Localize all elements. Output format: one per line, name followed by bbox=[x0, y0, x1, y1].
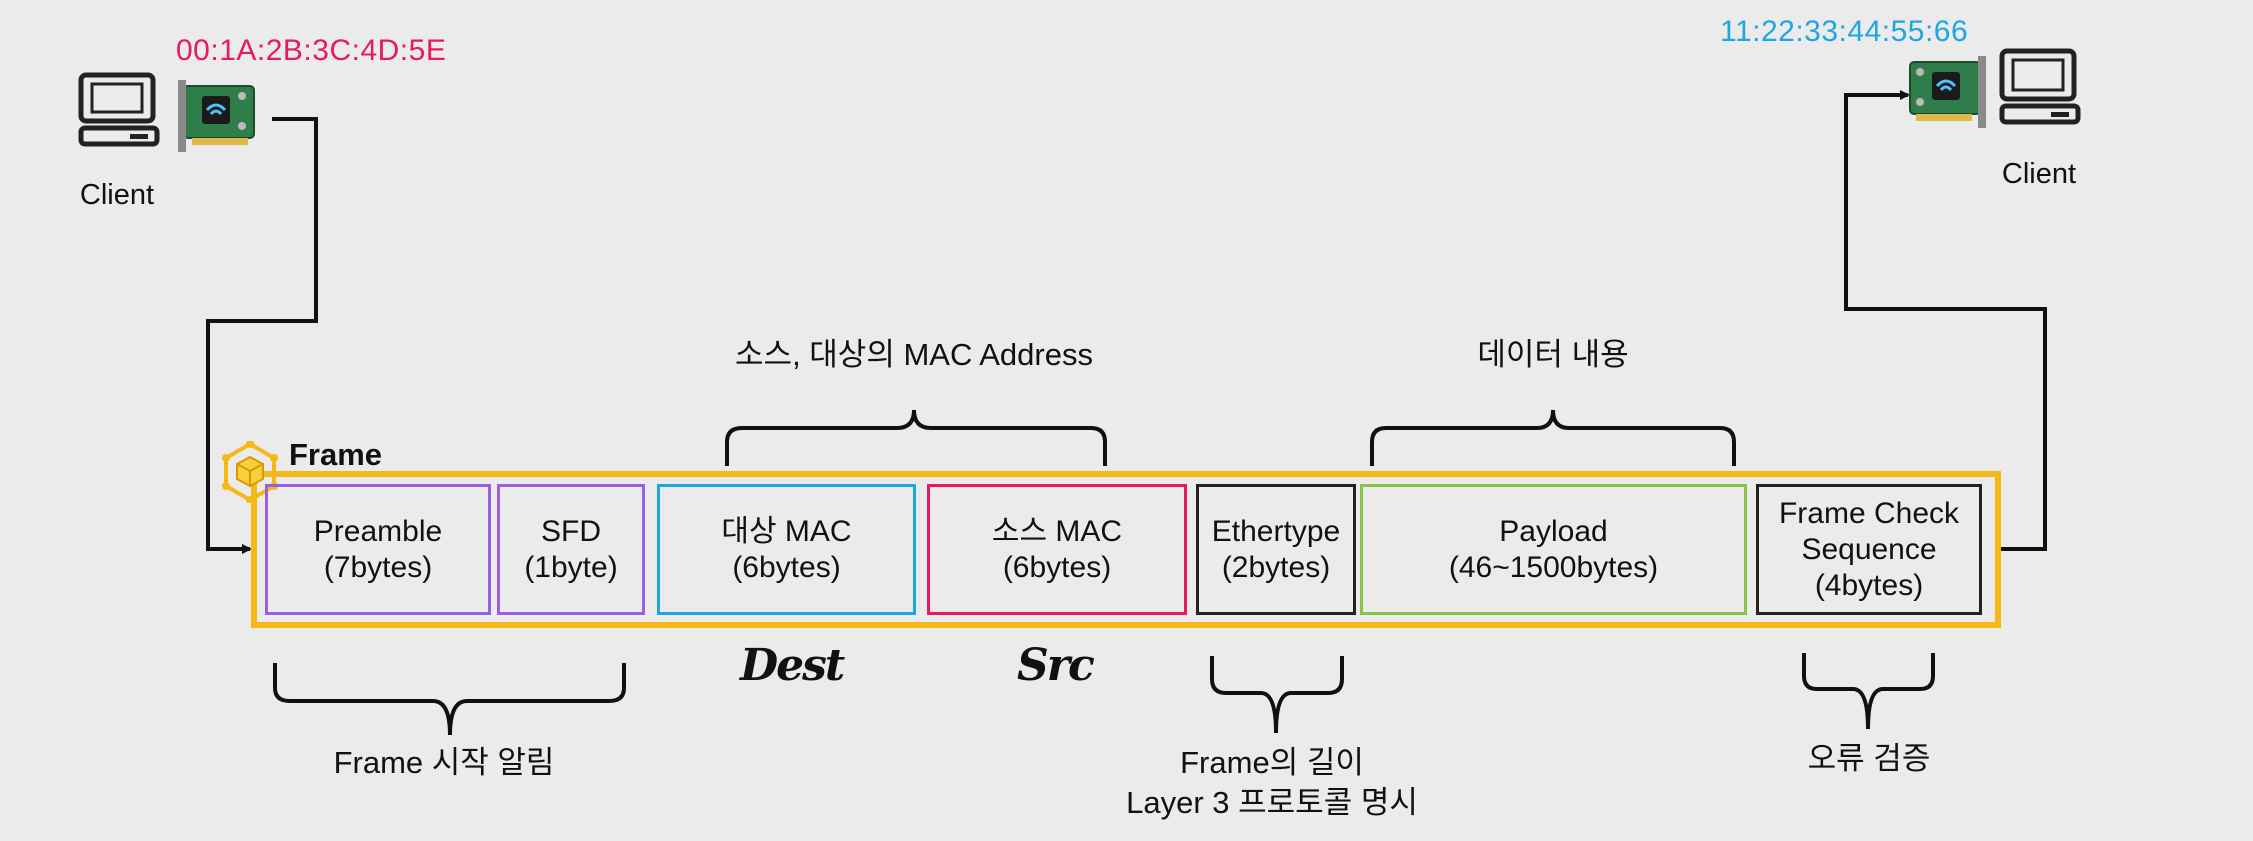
source-mac-address: 00:1A:2B:3C:4D:5E bbox=[176, 34, 447, 67]
brace-frame-start bbox=[273, 663, 626, 736]
brace-frame-length bbox=[1210, 656, 1344, 734]
left-connector-line bbox=[206, 117, 318, 554]
left-client-label: Client bbox=[79, 179, 155, 211]
fcs-name-line-2: Sequence bbox=[1801, 532, 1937, 566]
source-mac-field: 소스 MAC (6bytes) bbox=[927, 484, 1187, 615]
src-handwritten-label: Src bbox=[1017, 640, 1095, 691]
destination-mac-field: 대상 MAC (6bytes) bbox=[657, 484, 916, 615]
computer-icon bbox=[1999, 48, 2081, 125]
sfd-field: SFD (1byte) bbox=[497, 484, 645, 615]
right-client-label: Client bbox=[2001, 158, 2077, 190]
right-connector-line bbox=[1844, 90, 2047, 551]
sfd-name: SFD bbox=[541, 514, 601, 548]
frame-length-line-2: Layer 3 프로토콜 명시 bbox=[1126, 785, 1418, 820]
destination-mac-address: 11:22:33:44:55:66 bbox=[1720, 15, 1969, 48]
data-content-annotation: 데이터 내용 bbox=[1477, 337, 1629, 372]
frame-length-line-1: Frame의 길이 bbox=[1180, 745, 1364, 780]
brace-data-content bbox=[1370, 409, 1736, 466]
payload-size: (46~1500bytes) bbox=[1448, 550, 1659, 584]
source-mac-name: 소스 MAC bbox=[991, 514, 1123, 548]
mac-address-annotation: 소스, 대상의 MAC Address bbox=[735, 337, 1093, 372]
brace-error-check bbox=[1802, 653, 1935, 730]
frame-title: Frame bbox=[289, 437, 383, 472]
ethertype-field: Ethertype (2bytes) bbox=[1196, 484, 1356, 615]
network-card-icon bbox=[1909, 56, 1986, 128]
source-mac-size: (6bytes) bbox=[1002, 550, 1112, 584]
destination-mac-name: 대상 MAC bbox=[721, 514, 852, 548]
preamble-field: Preamble (7bytes) bbox=[265, 484, 491, 615]
frame-length-annotation: Frame의 길이 Layer 3 프로토콜 명시 bbox=[1126, 743, 1418, 823]
fcs-size: (4bytes) bbox=[1814, 568, 1924, 602]
frame-start-annotation: Frame 시작 알림 bbox=[333, 745, 555, 780]
error-check-annotation: 오류 검증 bbox=[1807, 741, 1931, 776]
dest-handwritten-label: Dest bbox=[740, 640, 845, 691]
frame-check-sequence-field: Frame Check Sequence (4bytes) bbox=[1756, 484, 1982, 615]
computer-icon bbox=[78, 72, 160, 147]
destination-mac-size: (6bytes) bbox=[732, 550, 841, 584]
ethertype-name: Ethertype bbox=[1211, 514, 1341, 548]
ethertype-size: (2bytes) bbox=[1221, 550, 1331, 584]
frame-cube-icon bbox=[222, 441, 278, 503]
network-card-icon bbox=[178, 80, 255, 152]
payload-name: Payload bbox=[1499, 514, 1608, 548]
payload-field: Payload (46~1500bytes) bbox=[1360, 484, 1747, 615]
sfd-size: (1byte) bbox=[524, 550, 618, 584]
preamble-size: (7bytes) bbox=[323, 550, 433, 584]
brace-mac-address bbox=[725, 409, 1107, 466]
preamble-name: Preamble bbox=[313, 514, 443, 548]
fcs-name-line-1: Frame Check bbox=[1778, 496, 1960, 530]
frame-container bbox=[251, 471, 2001, 628]
